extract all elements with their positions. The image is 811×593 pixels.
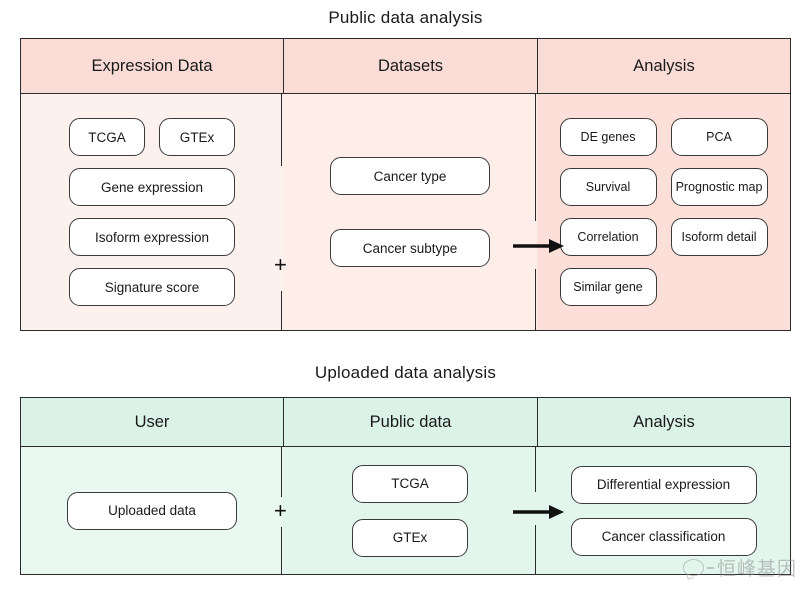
public-panel-body-row: TCGA GTEx Gene expression Isoform expres… [21, 94, 790, 331]
divider-col2-col3-top [535, 94, 537, 221]
pill-gtex-uploaded[interactable]: GTEx [352, 518, 468, 557]
plus-sign-public: + [274, 252, 287, 277]
pill-cancer-subtype[interactable]: Cancer subtype [330, 229, 490, 267]
pill-cancer-classification[interactable]: Cancer classification [570, 517, 757, 556]
analysis-row-3: Correlation Isoform detail [559, 218, 768, 256]
analysis-row-4: Similar gene [559, 268, 768, 306]
arrow-right-icon-public [513, 236, 565, 261]
column-header-public-data: Public data [283, 398, 537, 446]
uploaded-data-analysis-title: Uploaded data analysis [314, 363, 497, 382]
pill-signature-score[interactable]: Signature score [69, 268, 235, 306]
uploaded-panel-header-row: User Public data Analysis [21, 398, 790, 447]
divider-public-result-top [535, 447, 537, 492]
column-analysis: DE genes PCA Survival Prognostic map Cor… [537, 94, 790, 330]
column-header-expression-data: Expression Data [21, 39, 283, 93]
column-datasets: Cancer type Cancer subtype [283, 94, 537, 330]
public-panel-header-row: Expression Data Datasets Analysis [21, 39, 790, 94]
column-expression-data: TCGA GTEx Gene expression Isoform expres… [21, 94, 283, 330]
uploaded-panel-body-row: Uploaded data TCGA GTEx Differential exp… [21, 447, 790, 574]
column-header-datasets: Datasets [283, 39, 537, 93]
divider-col1-col2-top [281, 94, 283, 166]
column-uploaded-analysis: Differential expression Cancer classific… [537, 447, 790, 574]
divider-col1-col2-bottom [281, 291, 283, 331]
pill-correlation[interactable]: Correlation [559, 218, 657, 256]
analysis-row-1: DE genes PCA [559, 118, 768, 156]
pill-pca[interactable]: PCA [670, 118, 768, 156]
pill-prognostic-map[interactable]: Prognostic map [670, 168, 768, 206]
analysis-row-2: Survival Prognostic map [559, 168, 768, 206]
divider-user-public-bottom [281, 527, 283, 574]
pill-similar-gene[interactable]: Similar gene [559, 268, 657, 306]
arrow-right-icon-uploaded [513, 502, 565, 527]
public-data-analysis-title: Public data analysis [328, 8, 483, 27]
pill-gtex[interactable]: GTEx [159, 118, 235, 156]
column-header-analysis: Analysis [537, 39, 790, 93]
expression-source-row: TCGA GTEx [69, 118, 235, 156]
divider-user-public-top [281, 447, 283, 497]
pill-gene-expression[interactable]: Gene expression [69, 168, 235, 206]
pill-differential-expression[interactable]: Differential expression [570, 465, 757, 504]
divider-col2-col3-bottom [535, 269, 537, 331]
pill-tcga-uploaded[interactable]: TCGA [352, 464, 468, 503]
plus-sign-uploaded: + [274, 498, 287, 523]
pill-de-genes[interactable]: DE genes [559, 118, 657, 156]
pill-isoform-expression[interactable]: Isoform expression [69, 218, 235, 256]
pill-cancer-type[interactable]: Cancer type [330, 157, 490, 195]
public-data-analysis-panel: Expression Data Datasets Analysis TCGA G… [20, 38, 791, 331]
pill-uploaded-data[interactable]: Uploaded data [67, 491, 237, 530]
column-public-data: TCGA GTEx [283, 447, 537, 574]
column-header-uploaded-analysis: Analysis [537, 398, 790, 446]
pill-survival[interactable]: Survival [559, 168, 657, 206]
divider-public-result-bottom [535, 525, 537, 574]
column-header-user: User [21, 398, 283, 446]
uploaded-data-analysis-panel: User Public data Analysis Uploaded data … [20, 397, 791, 575]
pill-tcga[interactable]: TCGA [69, 118, 145, 156]
pill-isoform-detail[interactable]: Isoform detail [670, 218, 768, 256]
column-user: Uploaded data [21, 447, 283, 574]
